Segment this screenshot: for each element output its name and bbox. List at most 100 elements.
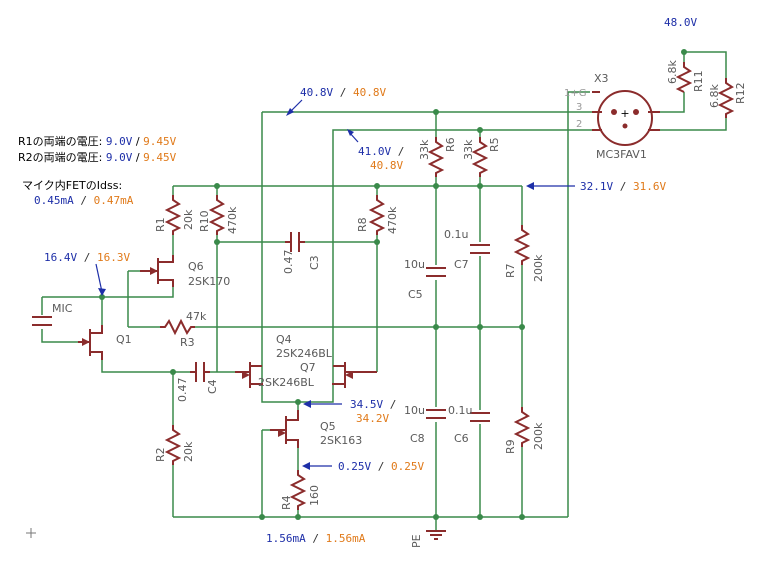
measured-value: 41.0V bbox=[358, 145, 391, 158]
measured-value: 32.1V bbox=[580, 180, 613, 193]
separator: / bbox=[136, 151, 140, 164]
measured-value: 0.45mA bbox=[34, 194, 74, 207]
junction bbox=[99, 294, 105, 300]
junction bbox=[433, 324, 439, 330]
arrowhead bbox=[303, 400, 311, 408]
r11-value: 6.8k bbox=[666, 60, 679, 84]
q6-drain bbox=[158, 255, 174, 263]
xlr-pin1-label: 1+G bbox=[564, 88, 587, 99]
q6-arrow bbox=[150, 267, 158, 275]
q5-source bbox=[286, 439, 299, 448]
x3-label: X3 bbox=[594, 72, 609, 85]
r10-label: R10 bbox=[198, 210, 211, 232]
c7-value: 0.1u bbox=[444, 228, 468, 241]
note-label: R1の両端の電圧: bbox=[18, 135, 102, 148]
r6-value: 33k bbox=[418, 139, 431, 160]
r2-value: 20k bbox=[182, 441, 195, 462]
top-rail-voltage: 40.8V / 40.8V bbox=[300, 86, 386, 99]
r12-resistor bbox=[717, 78, 735, 118]
r11-label: R11 bbox=[692, 70, 705, 92]
wire bbox=[41, 329, 78, 343]
r2-label: R2 bbox=[154, 447, 167, 462]
junction bbox=[477, 183, 483, 189]
mic-label: MIC bbox=[52, 302, 73, 315]
q5-source-voltage: 0.25V / 0.25V bbox=[338, 460, 424, 473]
q1-source bbox=[90, 351, 103, 360]
measured-value: 9.0V bbox=[106, 135, 133, 148]
arrowhead bbox=[526, 182, 534, 190]
transistors bbox=[78, 255, 377, 448]
r1-value: 20k bbox=[182, 209, 195, 230]
r1-label: R1 bbox=[154, 217, 167, 232]
c3-label: C3 bbox=[308, 255, 321, 270]
r9-resistor bbox=[513, 407, 531, 447]
r12-value: 6.8k bbox=[708, 84, 721, 108]
junction bbox=[433, 514, 439, 520]
q7-drain-voltage-2: 40.8V bbox=[370, 159, 403, 172]
q1-label: Q1 bbox=[116, 333, 132, 346]
arrowhead bbox=[347, 129, 354, 136]
resistors bbox=[160, 62, 735, 510]
q5-arrow bbox=[278, 429, 286, 437]
q6-part: 2SK170 bbox=[188, 275, 230, 288]
measured-value: 0.25V bbox=[338, 460, 371, 473]
junction bbox=[259, 514, 265, 520]
c5-value: 10u bbox=[404, 258, 425, 271]
measured-value: 16.4V bbox=[44, 251, 77, 264]
c6-value: 0.1u bbox=[448, 404, 472, 417]
junction bbox=[433, 183, 439, 189]
r4-value: 160 bbox=[308, 485, 321, 506]
separator: / bbox=[398, 145, 405, 158]
r10-value: 470k bbox=[226, 206, 239, 234]
r11-resistor bbox=[675, 62, 693, 93]
notes: R1の両端の電圧: 9.0V / 9.45V R2の両端の電圧: 9.0V / … bbox=[18, 135, 177, 207]
r1-resistor bbox=[164, 195, 182, 235]
r3-label: R3 bbox=[180, 336, 195, 349]
r9-label: R9 bbox=[504, 439, 517, 454]
q7-source bbox=[332, 383, 345, 385]
junction bbox=[214, 239, 220, 245]
q5-part: 2SK163 bbox=[320, 434, 362, 447]
capacitors bbox=[32, 232, 490, 422]
note-label: マイク内FETのIdss: bbox=[22, 178, 122, 192]
measured-value: 40.8V bbox=[300, 86, 333, 99]
junction bbox=[295, 514, 301, 520]
xlr-connector: + bbox=[592, 90, 660, 146]
q5-drain bbox=[286, 410, 299, 421]
c5-label: C5 bbox=[408, 288, 423, 301]
calculated-value: 9.45V bbox=[143, 151, 176, 164]
q4-part: 2SK246BL bbox=[276, 347, 333, 360]
r9-value: 200k bbox=[532, 422, 545, 450]
separator: / bbox=[312, 532, 319, 545]
wire bbox=[216, 235, 285, 243]
current-annotation: 1.56mA / 1.56mA bbox=[266, 532, 366, 545]
q6-voltage: 16.4V / 16.3V bbox=[44, 251, 130, 264]
c4-label: C4 bbox=[206, 379, 219, 394]
measured-value: 1.56mA bbox=[266, 532, 306, 545]
wire bbox=[684, 51, 727, 78]
supply-voltage: 48.0V bbox=[664, 16, 697, 29]
junction bbox=[295, 399, 301, 405]
bias-voltage: 32.1V / 31.6V bbox=[580, 180, 666, 193]
r7-value: 200k bbox=[532, 254, 545, 282]
x3-part: MC3FAV1 bbox=[596, 148, 647, 161]
junction bbox=[477, 324, 483, 330]
q1-arrow bbox=[82, 338, 90, 346]
measured-value: 34.5V bbox=[350, 398, 383, 411]
supply-value: 48.0V bbox=[664, 16, 697, 29]
r3-value: 47k bbox=[186, 310, 207, 323]
r3-resistor bbox=[160, 318, 195, 336]
r8-label: R8 bbox=[356, 217, 369, 232]
c7-label: C7 bbox=[454, 258, 469, 271]
junctions bbox=[99, 49, 687, 520]
junction bbox=[374, 183, 380, 189]
xlr-contact bbox=[622, 123, 628, 129]
r10-resistor bbox=[208, 195, 226, 235]
q7-drain-voltage: 41.0V / bbox=[358, 145, 404, 158]
arrowhead bbox=[286, 108, 294, 116]
q7-arrow bbox=[345, 371, 353, 379]
calculated-value: 40.8V bbox=[370, 159, 403, 172]
calculated-value: 34.2V bbox=[356, 412, 389, 425]
q5-label: Q5 bbox=[320, 420, 336, 433]
r6-label: R6 bbox=[444, 137, 457, 152]
